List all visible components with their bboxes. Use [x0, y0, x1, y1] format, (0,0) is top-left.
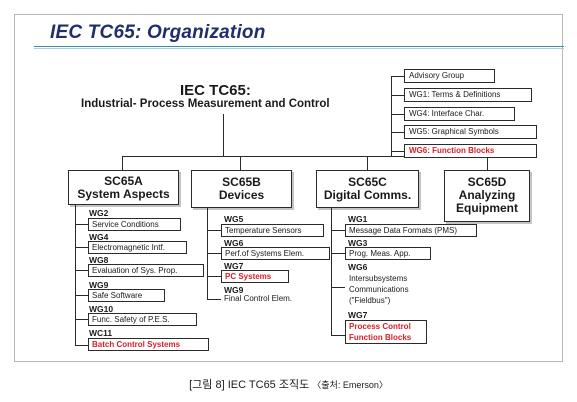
sc65a-wg9-id: WG9 — [89, 280, 109, 290]
advisory-spine — [391, 76, 392, 157]
sc65c-wg6-label-1: Intersubsystems — [349, 274, 408, 283]
caption-text: [그림 8] IEC TC65 조직도 — [189, 379, 310, 391]
sc65a-wc11-tick — [75, 345, 88, 346]
sc65c-wg7-tick — [331, 335, 345, 336]
sc65b-title: Devices — [218, 188, 265, 202]
sc65b-drop — [240, 156, 241, 170]
advisory-group-box: Advisory Group — [404, 69, 495, 83]
sc65c-wg6-label-2: Communications — [349, 285, 409, 294]
title-underline-light — [34, 48, 564, 49]
sc65d-code: SC65D — [467, 175, 507, 189]
sc65a-drop — [122, 156, 123, 170]
advisory-tick-4 — [391, 151, 404, 152]
sc65b-wg6-tick — [207, 253, 221, 254]
sc65c-title: Digital Comms. — [323, 188, 412, 202]
sc65b-wg6-id: WG6 — [224, 238, 244, 248]
sc65b-wg9-label: Final Control Elem. — [224, 294, 293, 303]
wg5-symbols-box: WG5: Graphical Symbols — [404, 125, 537, 139]
sc65c-wg7-label-1: Process Control — [349, 322, 411, 331]
sc65a-wg4-tick — [75, 247, 88, 248]
slide-title: IEC TC65: Organization — [50, 22, 266, 43]
sc65c-code: SC65C — [348, 175, 387, 189]
sc65a-wg10-tick — [75, 319, 88, 320]
sc65a-wg10-box: Func. Safety of P.E.S. — [88, 313, 197, 326]
sc65c-box: SC65C Digital Comms. — [316, 170, 419, 208]
sc65c-wg3-id: WG3 — [348, 238, 368, 248]
sc65d-box: SC65D Analyzing Equipment — [444, 170, 530, 222]
sc65a-code: SC65A — [104, 174, 143, 188]
sc65c-wg7-id: WG7 — [348, 310, 368, 320]
sc-branch-bar — [122, 156, 488, 157]
sc65c-wg6-id: WG6 — [348, 262, 368, 272]
sc65a-wg4-box: Electromagnetic Intf. — [88, 241, 187, 254]
sc65a-wg8-box: Evaluation of Sys. Prop. — [88, 264, 204, 277]
root-node-subtitle: Industrial- Process Measurement and Cont… — [81, 98, 330, 110]
sc65b-wg7-id: WG7 — [224, 261, 244, 271]
sc65c-wg3-tick — [331, 253, 345, 254]
sc65a-wc11-box: Batch Control Systems — [88, 338, 209, 351]
sc65c-wg1-tick — [331, 230, 345, 231]
sc65b-box: SC65B Devices — [191, 170, 292, 208]
sc65b-wg5-tick — [207, 230, 221, 231]
sc65a-wg10-id: WG10 — [89, 304, 114, 314]
sc65b-wg-spine — [207, 208, 208, 300]
sc65b-wg7-tick — [207, 276, 221, 277]
sc65b-wg5-box: Temperature Sensors — [221, 224, 324, 237]
sc65a-wg8-id: WG8 — [89, 255, 109, 265]
figure-caption: [그림 8] IEC TC65 조직도 〈출처: Emerson〉 — [0, 376, 577, 392]
sc65d-title-2: Equipment — [456, 201, 518, 215]
sc65b-code: SC65B — [222, 175, 261, 189]
sc65c-wg7-label-2: Function Blocks — [349, 333, 412, 342]
sc65c-wg-spine — [331, 208, 332, 336]
sc65b-wg9-id: WG9 — [224, 285, 244, 295]
wg1-terms-box: WG1: Terms & Definitions — [404, 88, 532, 102]
sc65a-wg-spine — [75, 205, 76, 346]
sc65a-box: SC65A System Aspects — [68, 170, 179, 205]
advisory-tick-2 — [391, 114, 404, 115]
sc65a-title: System Aspects — [77, 187, 170, 201]
advisory-tick-3 — [391, 132, 404, 133]
sc65a-wg4-id: WG4 — [89, 232, 109, 242]
advisory-tick-0 — [391, 76, 404, 77]
root-stem — [223, 114, 224, 156]
sc65c-wg3-box: Prog. Meas. App. — [345, 247, 431, 260]
sc65b-wg7-box: PC Systems — [221, 270, 289, 283]
wg4-interface-box: WG4: Interface Char. — [404, 107, 515, 121]
sc65c-wg1-box: Message Data Formats (PMS) — [345, 224, 477, 237]
sc65a-wc11-id: WC11 — [89, 328, 113, 338]
sc65a-wg2-id: WG2 — [89, 208, 109, 218]
sc65a-wg8-tick — [75, 270, 88, 271]
caption-source: 〈출처: Emerson〉 — [312, 380, 388, 390]
sc65a-wg2-tick — [75, 224, 88, 225]
sc65c-drop — [367, 156, 368, 170]
sc65b-wg5-id: WG5 — [224, 214, 244, 224]
sc65a-wg9-box: Safe Software — [88, 289, 165, 302]
sc65a-wg2-box: Service Conditions — [88, 218, 181, 231]
sc65c-wg7-box — [345, 320, 427, 344]
title-underline — [34, 46, 564, 47]
sc65b-wg6-box: Perf.of Systems Elem. — [221, 247, 330, 260]
sc65c-wg6-tick — [331, 287, 345, 288]
sc65a-wg9-tick — [75, 295, 88, 296]
advisory-tick-1 — [391, 95, 404, 96]
sc65b-wg9-tick — [207, 299, 221, 300]
root-node-title: IEC TC65: — [180, 82, 251, 99]
sc65c-wg6-label-3: ("Fieldbus") — [349, 296, 391, 305]
wg6-function-blocks-box: WG6: Function Blocks — [404, 144, 537, 158]
sc65d-drop — [487, 156, 488, 170]
sc65d-title-1: Analyzing — [458, 188, 516, 202]
sc65c-wg1-id: WG1 — [348, 214, 368, 224]
